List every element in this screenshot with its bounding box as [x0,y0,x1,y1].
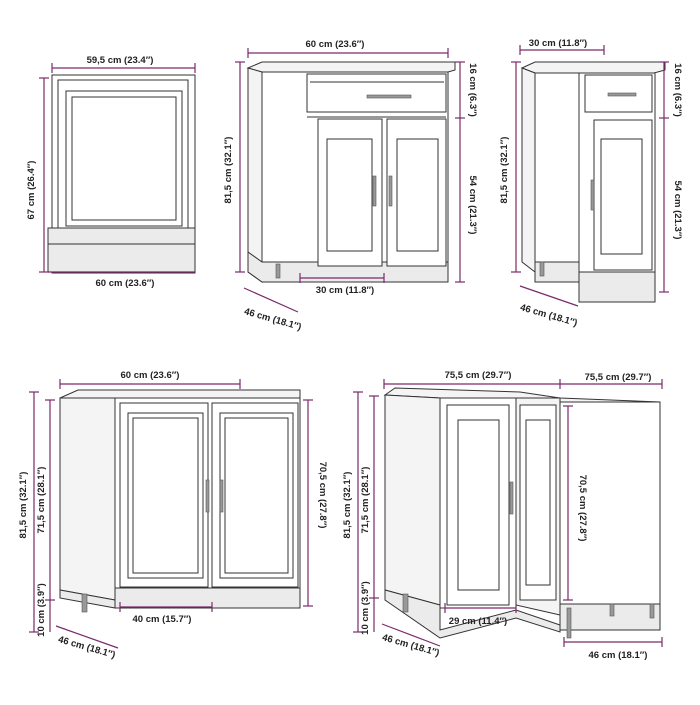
dim-width-bottom: 60 cm (23.6″) [96,278,155,289]
dimension-label: 54 cm (21.3″) [672,181,683,240]
dimension-label: 10 cm (3.9″) [36,583,47,637]
dimension-label: 16 cm (6.3″) [467,63,478,117]
dimension-label: 70,5 cm (27.8″) [317,462,328,529]
dimension-label: 46 cm (18.1″) [519,302,579,329]
dimension-label: 30 cm (11.8″) [316,285,374,296]
dimension-label: 54 cm (21.3″) [467,176,478,235]
dim-width-top: 59,5 cm (23.4″) [87,55,154,66]
dimension-label: 40 cm (15.7″) [133,614,192,625]
drawer-base-60-cabinet [246,61,456,283]
dimension-label: 70,5 cm (27.8″) [577,475,588,542]
dimension-label: 81,5 cm (32.1″) [18,472,29,539]
dimension-label: 46 cm (18.1″) [381,632,441,659]
dimension-label: 16 cm (6.3″) [672,63,683,117]
drawer-base-30-cabinet [520,61,666,303]
dimension-label: 29 cm (11.4″) [449,616,507,627]
dimension-label: 46 cm (18.1″) [57,634,117,661]
dim-height: 67 cm (26.4″) [26,161,37,220]
oven-panel-dimensions: 59,5 cm (23.4″) 67 cm (26.4″) 60 cm (23.… [26,55,196,289]
dimension-label: 71,5 cm (28.1″) [36,467,47,534]
dimension-label: 60 cm (23.6″) [306,39,365,50]
dimension-label: 81,5 cm (32.1″) [499,137,510,204]
dimension-label: 75,5 cm (29.7″) [585,372,652,383]
dimension-label: 30 cm (11.8″) [529,38,587,49]
dimension-label: 81,5 cm (32.1″) [342,472,353,539]
dimension-label: 75,5 cm (29.7″) [445,370,512,381]
dimension-label: 46 cm (18.1″) [589,650,648,661]
oven-panel-cabinet [47,74,196,274]
dimension-label: 71,5 cm (28.1″) [360,467,371,534]
dimension-label: 10 cm (3.9″) [360,581,371,635]
dimension-label: 60 cm (23.6″) [121,370,180,381]
sink-base-60-cabinet [59,389,301,613]
corner-base-cabinet [383,387,661,639]
dimension-label: 81,5 cm (32.1″) [223,137,234,204]
